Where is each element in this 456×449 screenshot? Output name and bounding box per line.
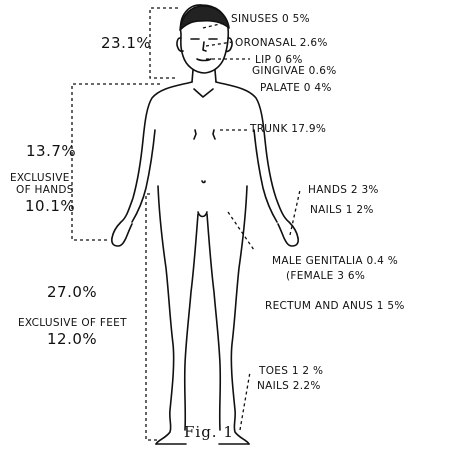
gingivae-label: GINGIVAE 0.6% xyxy=(252,66,337,77)
inner-leg-right xyxy=(207,214,220,430)
figure-caption: Fig. 1 xyxy=(184,425,234,440)
head-bracket xyxy=(150,8,178,78)
arm-exclusive-label: EXCLUSIVE xyxy=(10,173,70,184)
leg-exclusive-label: EXCLUSIVE OF FEET xyxy=(18,318,127,329)
neck xyxy=(192,70,216,82)
chest xyxy=(194,130,215,139)
arm-bracket xyxy=(72,84,160,240)
leg-exclusive-value: 12.0% xyxy=(47,332,97,347)
right-hand xyxy=(278,224,298,246)
nails-feet-label: NAILS 2.2% xyxy=(257,381,321,392)
head-total-label: 23.1% xyxy=(101,36,151,51)
trunk-label: TRUNK 17.9% xyxy=(250,124,326,135)
right-leg xyxy=(231,186,249,444)
oronasal-label: ORONASAL 2.6% xyxy=(235,38,328,49)
crotch xyxy=(198,212,207,217)
hands-label: HANDS 2 3% xyxy=(308,185,379,196)
navel xyxy=(202,181,205,183)
leg-bracket xyxy=(146,194,158,440)
sinuses-label: SINUSES 0 5% xyxy=(231,14,310,25)
male-genitalia-label: MALE GENITALIA 0.4 % xyxy=(272,256,398,267)
left-leg xyxy=(156,186,174,444)
collar xyxy=(194,89,213,97)
arm-of-hands-label: OF HANDS xyxy=(16,185,74,196)
female-label: (FEMALE 3 6% xyxy=(286,271,365,282)
toes-label: TOES 1 2 % xyxy=(259,366,323,377)
lip-label: LIP 0 6% xyxy=(255,55,303,66)
nails-hands-label: NAILS 1 2% xyxy=(310,205,374,216)
nose xyxy=(203,42,206,51)
inner-leg-left xyxy=(185,214,198,430)
arm-exclusive-value: 10.1% xyxy=(25,199,75,214)
rectum-anus-label: RECTUM AND ANUS 1 5% xyxy=(265,301,405,312)
inner-arm-left xyxy=(132,130,155,222)
genitalia-leader xyxy=(228,212,254,250)
toes-leader xyxy=(240,372,250,430)
palate-label: PALATE 0 4% xyxy=(260,83,332,94)
left-hand xyxy=(112,224,132,246)
arm-total-label: 13.7% xyxy=(26,144,76,159)
leg-total-label: 27.0% xyxy=(47,285,97,300)
